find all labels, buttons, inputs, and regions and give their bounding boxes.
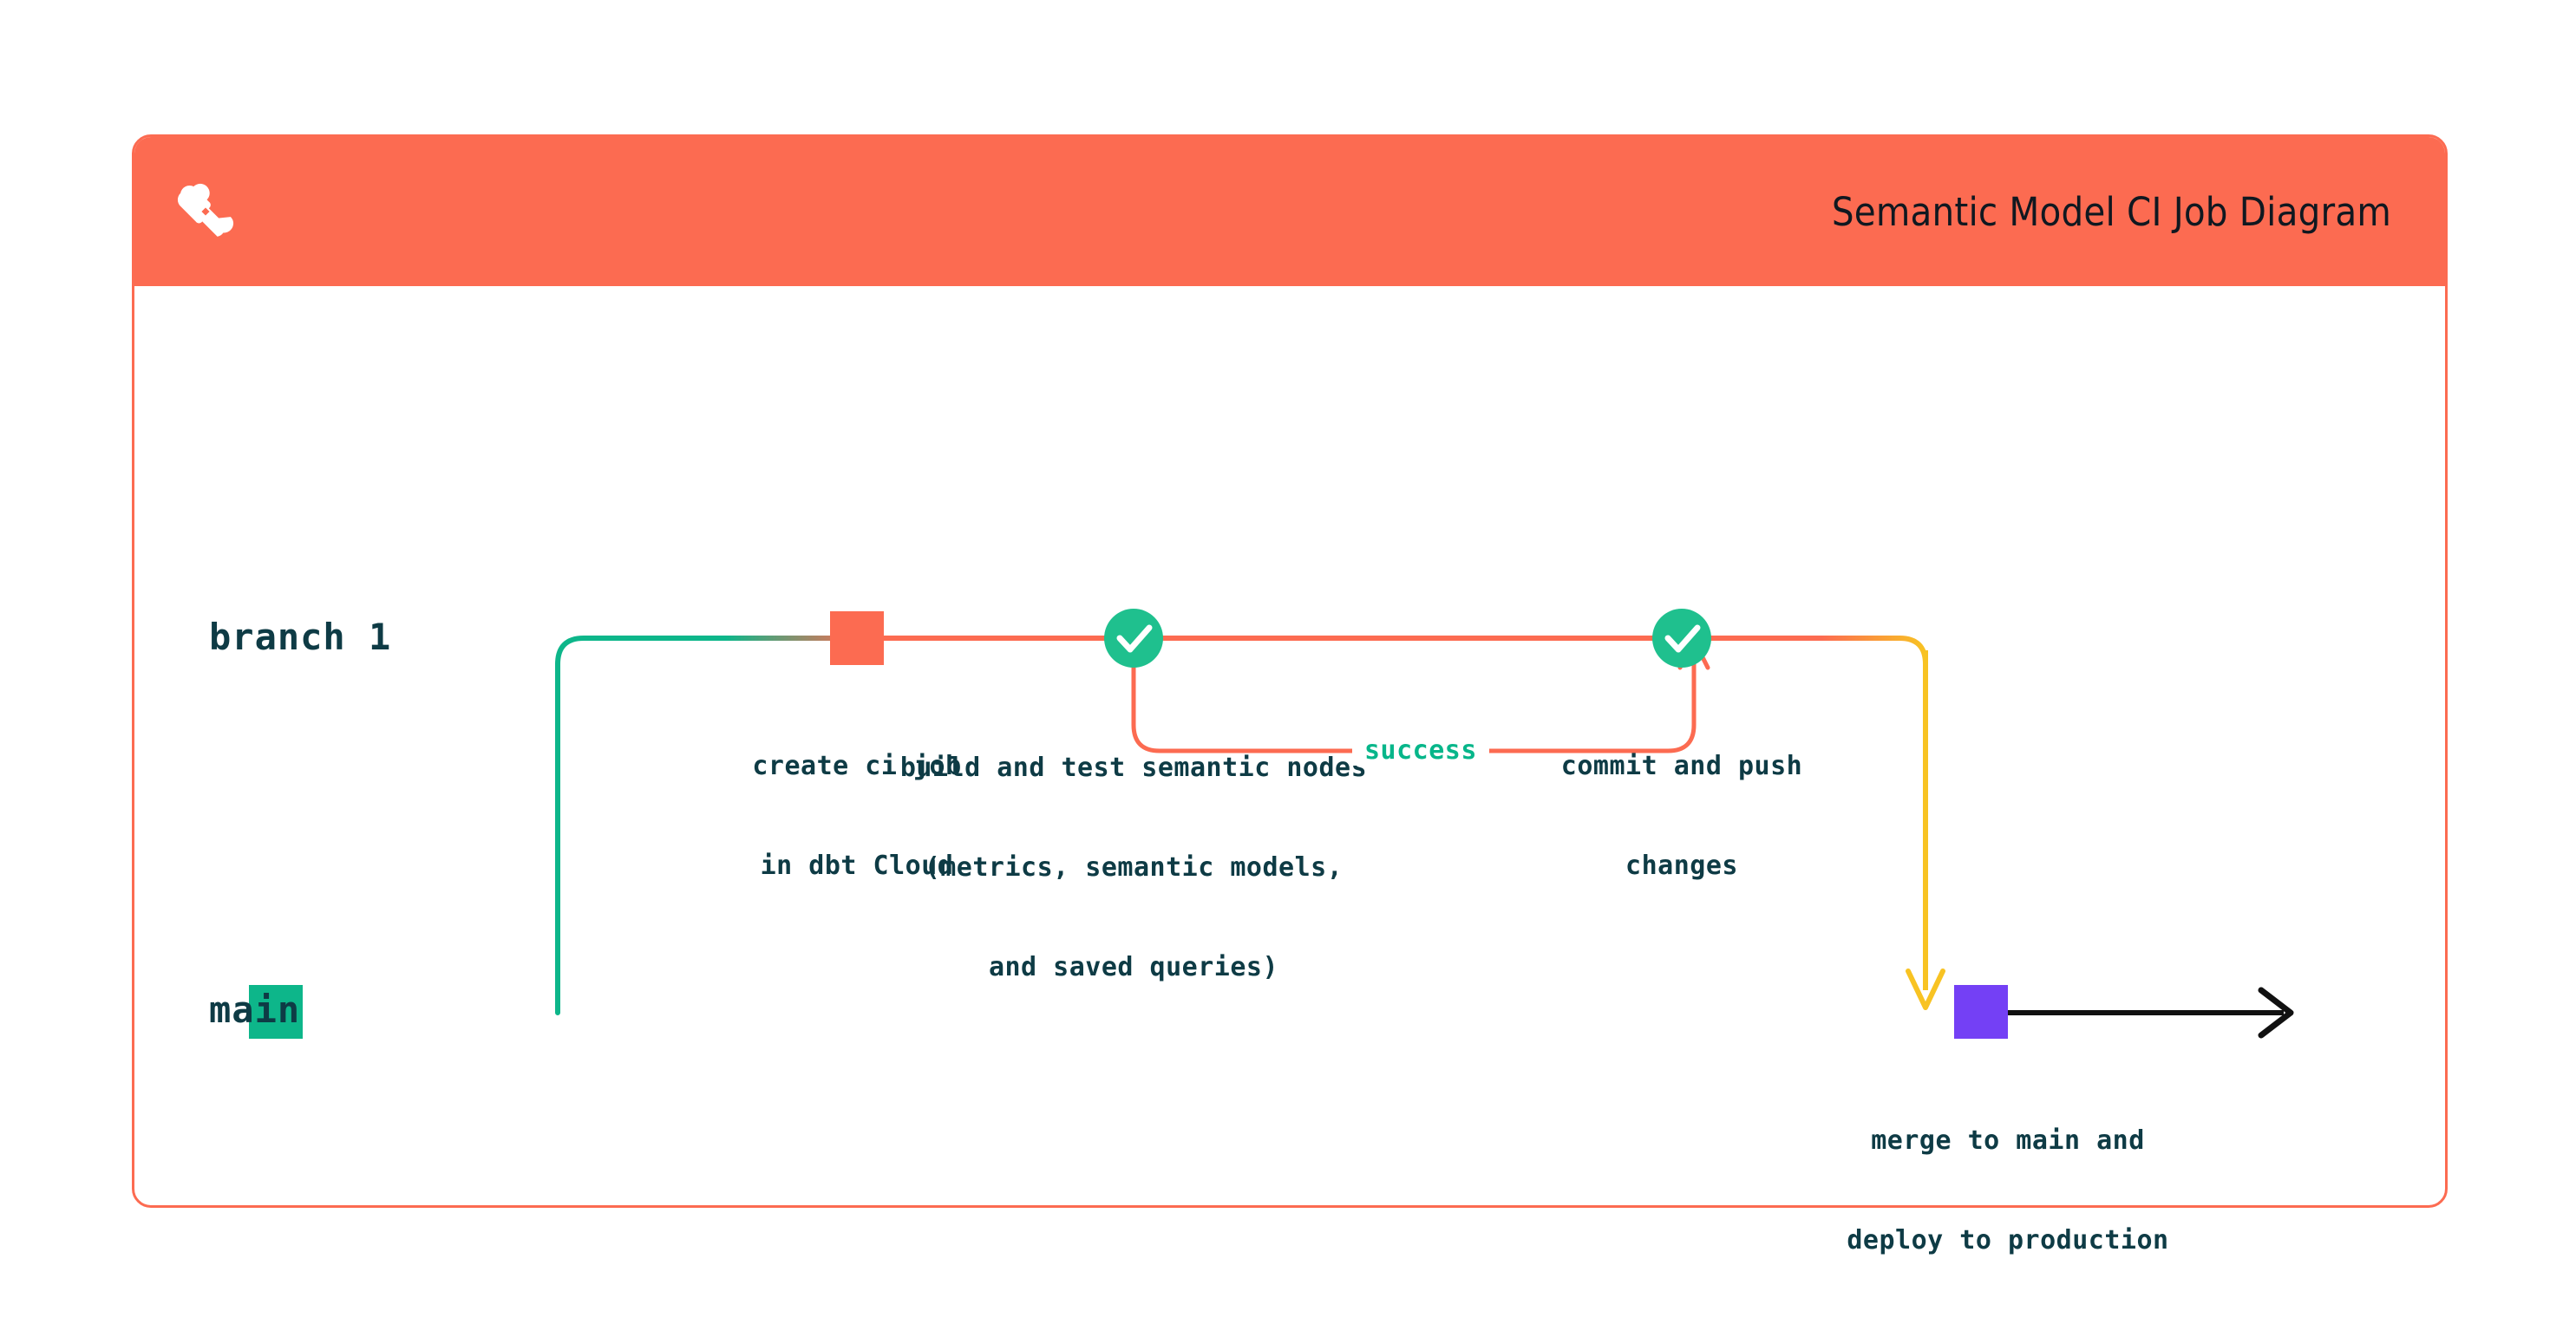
caption-line: build and test semantic nodes: [899, 752, 1368, 783]
caption-line: changes: [1625, 850, 1738, 881]
caption-line: (metrics, semantic models,: [924, 851, 1344, 883]
diagram-canvas: branch 1 main create ci job in dbt Cloud…: [134, 286, 2445, 1256]
caption-line: and saved queries): [988, 952, 1279, 983]
branch-off-path: [555, 636, 866, 1015]
dbt-logo-icon: [173, 179, 239, 245]
caption-line: commit and push: [1560, 750, 1803, 781]
node-caption-build-and-test: build and test semantic nodes (metrics, …: [885, 685, 1383, 1051]
create-ci-job-square: [830, 611, 884, 665]
page-title: Semantic Model CI Job Diagram: [1831, 188, 2391, 235]
diagram-card: Semantic Model CI Job Diagram: [132, 134, 2448, 1256]
caption-line: deploy to production: [1847, 1224, 2169, 1256]
merge-down-arrowhead: [1906, 969, 1945, 1010]
lane-label-branch-1: branch 1: [209, 616, 392, 658]
caption-line: in dbt Cloud: [760, 850, 954, 881]
node-caption-commit-and-push: commit and push changes: [1498, 683, 1866, 949]
node-caption-create-ci-job: create ci job in dbt Cloud: [701, 683, 1013, 949]
edge-label-success: success: [1352, 735, 1489, 766]
main-continue-arrowhead: [2258, 987, 2294, 1039]
caption-line: create ci job: [752, 750, 962, 781]
caption-line: merge to main and: [1871, 1125, 2145, 1156]
lane-label-main: main: [209, 988, 301, 1031]
build-and-test-check-icon: [1104, 609, 1163, 668]
merge-to-main-square: [1954, 985, 2008, 1039]
commit-and-push-check-icon: [1652, 609, 1711, 668]
diagram-svg: [249, 609, 2294, 1039]
node-caption-merge-to-main: merge to main and deploy to production: [1756, 1058, 2259, 1324]
main-start-square: [249, 985, 303, 1039]
card-header: Semantic Model CI Job Diagram: [134, 137, 2445, 286]
